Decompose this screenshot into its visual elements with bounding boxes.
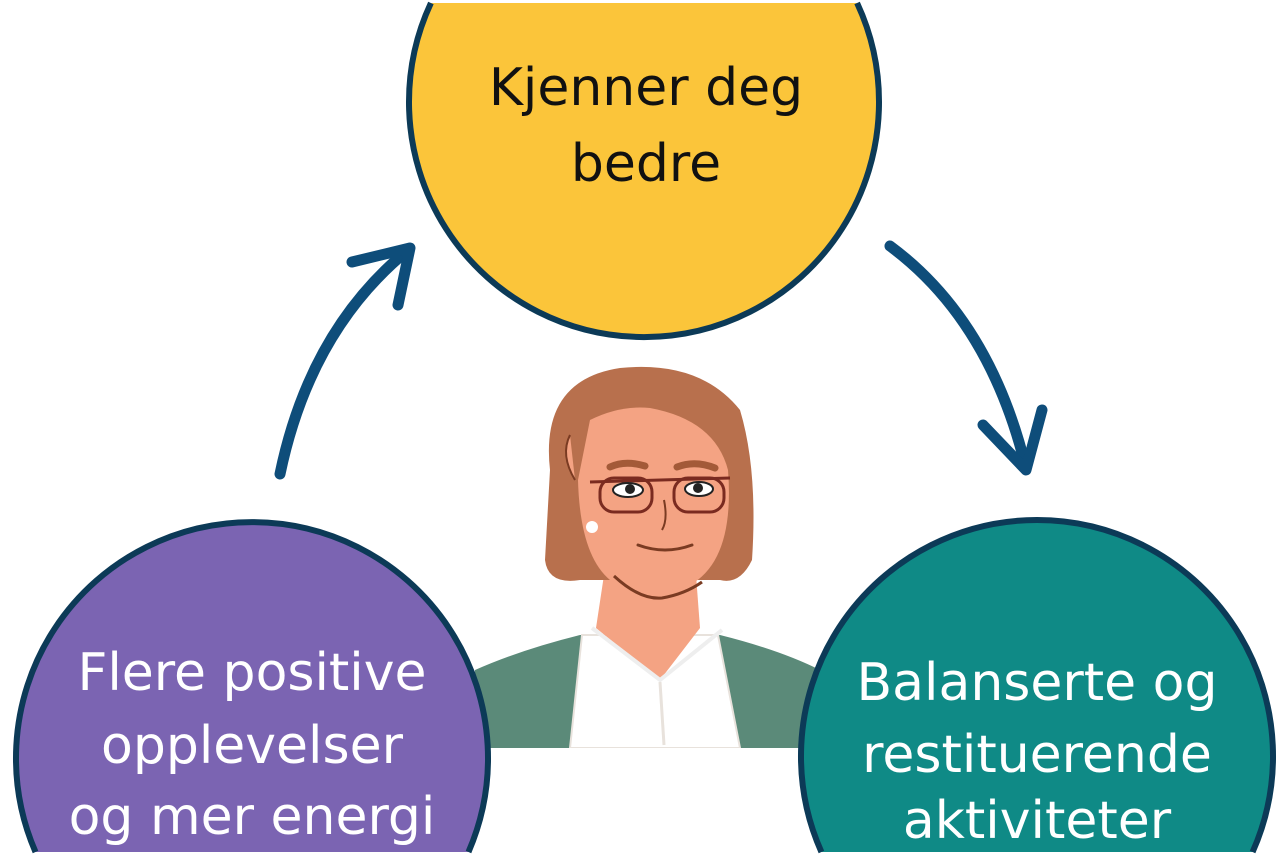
arrow-left-to-top (274, 242, 416, 480)
node-right-line-2: restituerende (862, 725, 1212, 785)
node-left: Flere positive opplevelser og mer energi (13, 519, 491, 854)
person-illustration (475, 366, 820, 748)
node-right: Balanserte og restituerende aktiviteter (798, 517, 1276, 854)
node-top-line-1: Kjenner deg (489, 58, 803, 118)
node-top: Kjenner deg bedre (406, 1, 882, 341)
node-top-line-2: bedre (571, 134, 721, 194)
arrow-top-to-right (884, 240, 1048, 476)
node-right-line-1: Balanserte og (856, 653, 1217, 713)
node-left-line-3: og mer energi (69, 787, 436, 847)
node-left-line-2: opplevelser (101, 716, 404, 776)
node-left-line-1: Flere positive (77, 643, 426, 703)
node-right-line-3: aktiviteter (903, 791, 1172, 851)
